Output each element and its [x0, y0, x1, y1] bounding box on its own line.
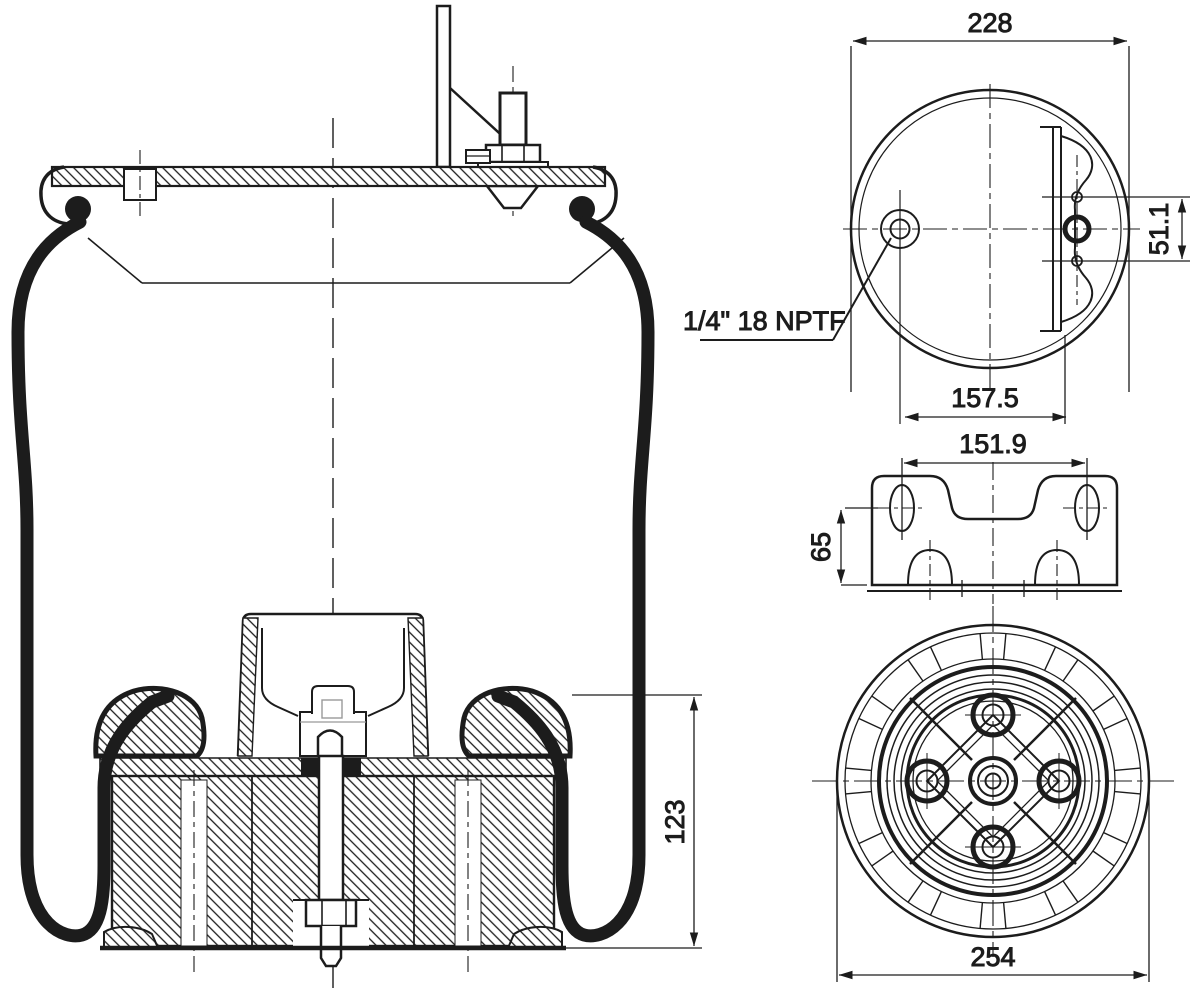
piston-tower	[236, 612, 430, 757]
rib-segment-edge	[1114, 790, 1141, 795]
dim-151-label: 151.9	[959, 429, 1027, 459]
rib-segment-edge	[871, 695, 894, 712]
dim-65	[836, 507, 878, 586]
rib-segment-edge	[1092, 695, 1115, 712]
rib-segment-edge	[871, 850, 894, 867]
dim-123-label: 123	[660, 799, 690, 844]
dim-65-label: 65	[806, 532, 836, 562]
bellows-wall-left	[11, 215, 175, 943]
bellows-wall-right	[491, 215, 655, 943]
plate-crimp-left	[39, 165, 91, 226]
plate-skirt-lines	[87, 237, 625, 284]
rib-segment-edge	[1103, 831, 1128, 845]
rib-segment-edge	[929, 646, 943, 671]
dim-51-label: 51.1	[1144, 203, 1174, 256]
bracket-edge-view	[1040, 126, 1190, 332]
top-plate	[50, 165, 607, 188]
rib-segment-edge	[845, 790, 872, 795]
rib-segment-edge	[979, 633, 984, 660]
top-plan-view: 228 157.5 51.1	[843, 8, 1190, 424]
port-label: 1/4" 18 NPTF	[683, 306, 846, 336]
rib-segment-edge	[929, 891, 943, 916]
rib-segment-edge	[858, 717, 883, 731]
piston-bolt-channel-right	[454, 770, 482, 972]
dim-254	[836, 790, 1150, 982]
piston-rib-segments	[845, 633, 1141, 929]
rib-segment-edge	[1062, 880, 1079, 903]
rib-segment-edge	[1103, 717, 1128, 731]
stud-countersink	[484, 184, 541, 210]
rib-segment-edge	[1002, 902, 1007, 929]
dim-228-label: 228	[967, 8, 1012, 38]
dim-123	[566, 694, 702, 949]
rubber-foot-left	[103, 926, 160, 949]
bracket-center-fastener	[1062, 214, 1092, 244]
rib-segment-edge	[858, 831, 883, 845]
rib-segment-edge	[907, 659, 924, 682]
dim-151	[901, 458, 1088, 540]
dim-254-label: 254	[970, 942, 1015, 972]
center-stud	[293, 729, 369, 968]
rib-segment-edge	[1043, 646, 1057, 671]
rib-segment-edge	[1062, 659, 1079, 682]
rib-segment-edge	[1114, 767, 1141, 772]
dim-157-label: 157.5	[951, 383, 1019, 413]
rib-segment-edge	[907, 880, 924, 903]
dim-157	[904, 335, 1067, 424]
rubber-foot-right	[506, 926, 563, 949]
bottom-nut	[304, 898, 358, 928]
top-plate-recess	[123, 150, 157, 218]
dim-228	[850, 36, 1130, 392]
rib-segment-edge	[1092, 850, 1115, 867]
bracket-outline	[870, 474, 1119, 587]
air-port-fitting	[880, 190, 920, 424]
piston-bolt-channel-left	[180, 770, 208, 972]
plate-crimp-right	[569, 165, 618, 226]
rib-segment-edge	[845, 767, 872, 772]
main-section-view: 123 1/4" 18 NPTF	[11, 4, 892, 992]
rib-segment-edge	[1043, 891, 1057, 916]
port-leader	[832, 237, 892, 341]
bracket-front-view: 151.9 65	[806, 429, 1122, 604]
bottom-plan-view: 254	[812, 606, 1174, 982]
top-stud	[465, 66, 549, 218]
rib-segment-edge	[979, 902, 984, 929]
top-bracket-plate	[435, 4, 452, 169]
rib-segment-edge	[1002, 633, 1007, 660]
